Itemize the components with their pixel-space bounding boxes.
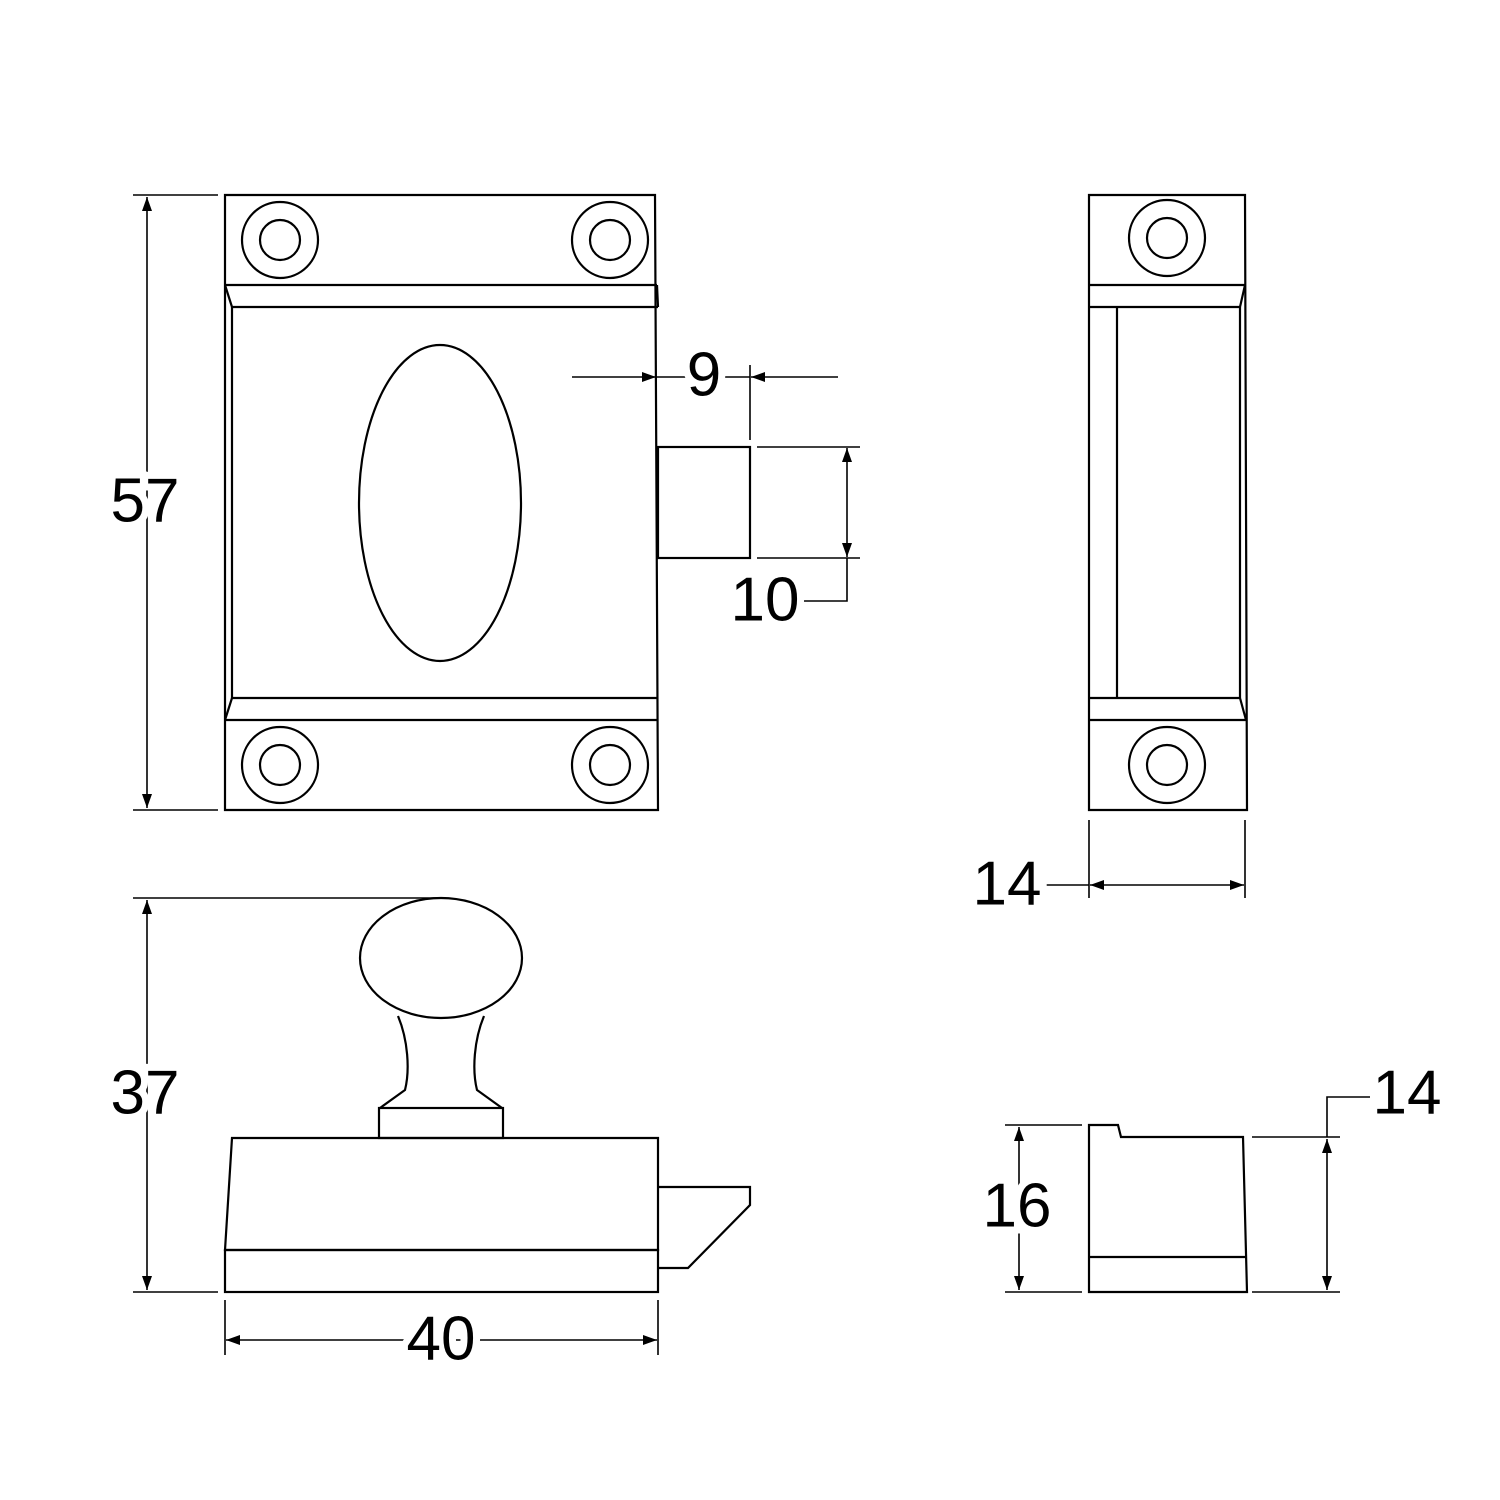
top-view [223,896,752,1294]
dimension-57: 57 [104,194,218,811]
knob [358,896,524,1020]
dimension-label: 9 [687,340,721,409]
screw-hole-icon [240,200,650,805]
dimension-label: 57 [111,466,180,535]
dimension-label: 16 [983,1171,1052,1240]
dimension-label: 14 [1373,1058,1442,1127]
dimension-37: 37 [104,897,440,1293]
side-view [1087,193,1249,812]
dimension-10: 10 [724,446,860,641]
dimension-label: 40 [407,1304,476,1373]
dimension-16: 16 [976,1124,1082,1293]
dimension-9: 9 [572,333,838,440]
end-view [1087,1123,1249,1294]
dimension-14-side: 14 [966,820,1246,925]
bolt [656,445,752,560]
front-view [223,193,752,812]
dimension-14-end: 14 [1252,1051,1448,1293]
knob-oval [357,343,523,663]
screw-hole-icon [1127,198,1207,805]
dimension-label: 10 [731,565,800,634]
knob-collar [377,1106,505,1140]
dimension-label: 37 [111,1058,180,1127]
base-plate [223,1248,660,1294]
bolt [658,1185,752,1270]
dimension-label: 14 [973,849,1042,918]
dimension-40: 40 [224,1297,659,1380]
